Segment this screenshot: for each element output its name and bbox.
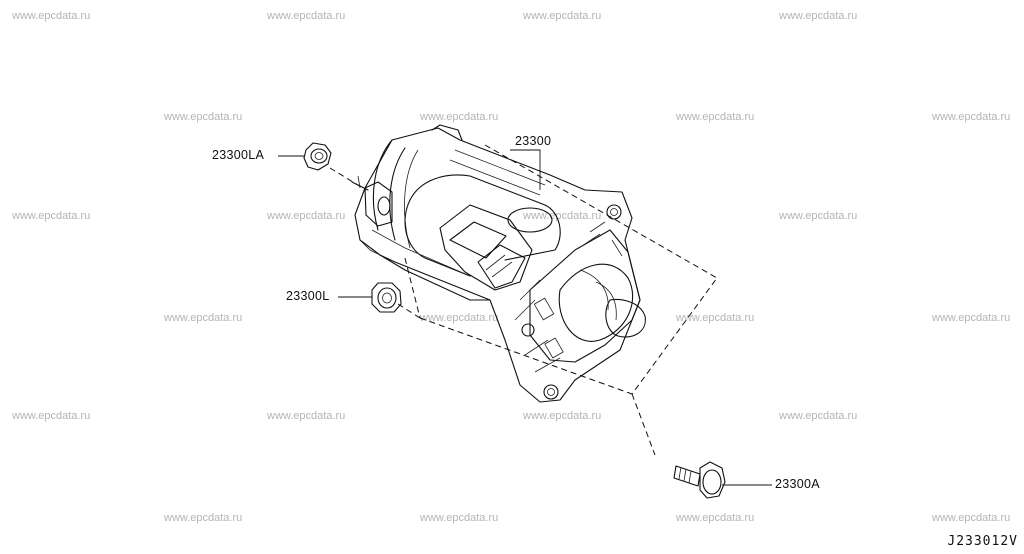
leader-lines	[278, 149, 772, 486]
starter-motor-part[interactable]	[351, 124, 646, 403]
bolt-part[interactable]	[673, 461, 726, 499]
callout-23300la[interactable]: 23300LA	[212, 148, 265, 162]
diagram-code: J233012V	[947, 534, 1018, 549]
nut-part[interactable]	[371, 282, 402, 313]
assembly-outline	[329, 144, 718, 456]
callout-23300a[interactable]: 23300A	[775, 477, 820, 491]
bracket-nut-part[interactable]	[303, 142, 332, 171]
callout-23300l[interactable]: 23300L	[286, 289, 330, 303]
callout-23300[interactable]: 23300	[515, 134, 552, 148]
